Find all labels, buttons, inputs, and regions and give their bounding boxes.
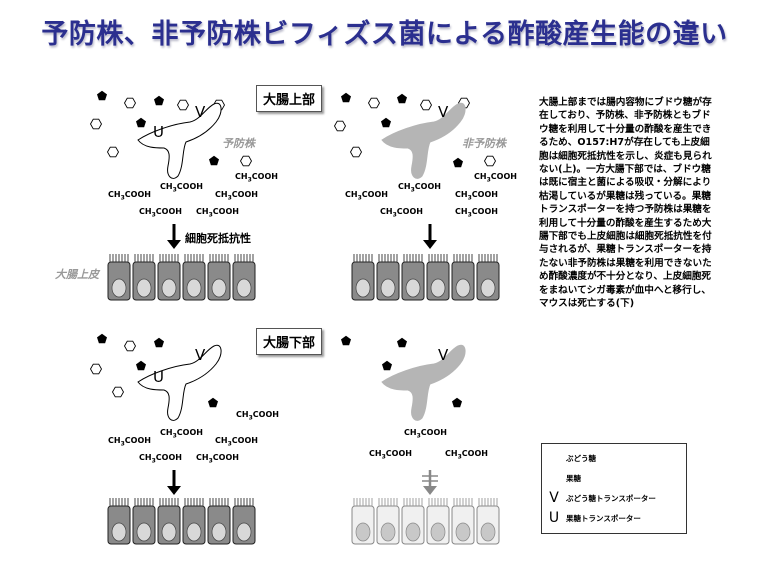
acetate-label: CH3COOH (455, 207, 498, 219)
glucose-icon (420, 99, 432, 111)
legend-label: ぶどう糖トランスポーター (566, 493, 656, 503)
acetate-label: CH3COOH (236, 410, 279, 422)
acetate-label: CH3COOH (108, 436, 151, 448)
description-text: 大腸上部までは腸内容物にブドウ糖が存在しており、予防株、非予防株ともブドウ糖を利… (539, 97, 712, 310)
lower-section-label: 大腸下部 (256, 328, 323, 355)
acetate-label: CH3COOH (139, 453, 182, 465)
bacterium-protective (137, 102, 222, 179)
resistance-label: 細胞死抵抗性 (185, 232, 251, 245)
legend-symbol-u: U (548, 510, 560, 526)
bacterium-nonprotective (381, 344, 466, 421)
glucose-icon (112, 386, 124, 398)
acetate-label: CH3COOH (398, 182, 441, 194)
fructose-icon (382, 360, 392, 371)
lower-right-panel (341, 335, 466, 421)
transporter-u: U (153, 368, 164, 386)
fructose-icon (209, 155, 219, 166)
protective-strain-label: 予防株 (222, 137, 255, 150)
transporter-u: U (153, 123, 164, 141)
acetate-label: CH3COOH (160, 182, 203, 194)
acetate-label: CH3COOH (196, 207, 239, 219)
fructose-icon (397, 337, 407, 348)
glucose-icon (484, 155, 496, 167)
acetate-label: CH3COOH (474, 172, 517, 184)
transporter-v: V (195, 103, 206, 121)
acetate-label: CH3COOH (215, 190, 258, 202)
fructose-icon (341, 335, 351, 346)
glucose-icon (107, 146, 119, 158)
acetate-label: CH3COOH (235, 172, 278, 184)
glucose-icon (368, 97, 380, 109)
legend-label: 果糖 (566, 473, 581, 483)
fructose-icon (154, 337, 164, 348)
page-title: 予防株、非予防株ビフィズス菌による酢酸産生能の違い (41, 19, 728, 50)
glucose-icon (177, 99, 189, 111)
acetate-label: CH3COOH (215, 436, 258, 448)
fructose-icon (208, 397, 218, 408)
epithelium-label: 大腸上皮 (55, 268, 99, 281)
bacterium-protective (137, 344, 222, 421)
fructose-icon (136, 360, 146, 371)
acetate-label: CH3COOH (196, 453, 239, 465)
glucose-icon (124, 97, 136, 109)
transporter-v: V (195, 346, 206, 364)
fructose-icon (381, 117, 391, 128)
fructose-icon (453, 157, 463, 168)
glucose-icon (90, 363, 102, 375)
legend-box: ぶどう糖 果糖 V ぶどう糖トランスポーター U 果糖トランスポーター (541, 443, 687, 534)
acetate-label: CH3COOH (380, 207, 423, 219)
acetate-label: CH3COOH (139, 207, 182, 219)
legend-item-fructose: 果糖 (542, 468, 581, 488)
glucose-icon (334, 120, 346, 132)
fructose-icon (154, 95, 164, 106)
acetate-label: CH3COOH (160, 428, 203, 440)
upper-right-panel (334, 92, 496, 179)
epithelium-upper-right (351, 253, 500, 301)
bacterium-nonprotective (381, 102, 466, 179)
fructose-icon (341, 92, 351, 103)
acetate-label: CH3COOH (445, 449, 488, 461)
acetate-label: CH3COOH (404, 428, 447, 440)
fructose-icon (452, 397, 462, 408)
fructose-icon (97, 90, 107, 101)
legend-label: ぶどう糖 (566, 453, 596, 463)
glucose-icon (90, 118, 102, 130)
epithelium-lower-left (107, 497, 256, 545)
legend-item-glucose: ぶどう糖 (542, 448, 596, 468)
legend-item-fructose-transporter: U 果糖トランスポーター (542, 508, 641, 528)
transporter-v: V (438, 103, 449, 121)
fructose-icon (397, 93, 407, 104)
transporter-v: V (438, 346, 449, 364)
legend-item-glucose-transporter: V ぶどう糖トランスポーター (542, 488, 656, 508)
epithelium-lower-right-dead (351, 497, 500, 545)
glucose-icon (124, 340, 136, 352)
arrow-upper-right (423, 224, 437, 249)
acetate-label: CH3COOH (455, 190, 498, 202)
upper-left-panel (90, 90, 252, 179)
arrow-upper-left (167, 224, 181, 249)
nonprotective-strain-label: 非予防株 (462, 137, 506, 150)
upper-section-label: 大腸上部 (256, 85, 323, 112)
glucose-icon (240, 155, 252, 167)
acetate-label: CH3COOH (369, 449, 412, 461)
epithelium-upper-left (107, 253, 256, 301)
legend-symbol-v: V (549, 490, 559, 506)
legend-label: 果糖トランスポーター (566, 513, 641, 523)
fructose-icon (97, 333, 107, 344)
acetate-label: CH3COOH (108, 190, 151, 202)
arrow-lower-right-blocked (422, 470, 438, 495)
fructose-icon (136, 117, 146, 128)
lower-left-panel (90, 333, 222, 421)
glucose-icon (350, 146, 362, 158)
arrow-lower-left (167, 470, 181, 495)
acetate-label: CH3COOH (345, 190, 388, 202)
